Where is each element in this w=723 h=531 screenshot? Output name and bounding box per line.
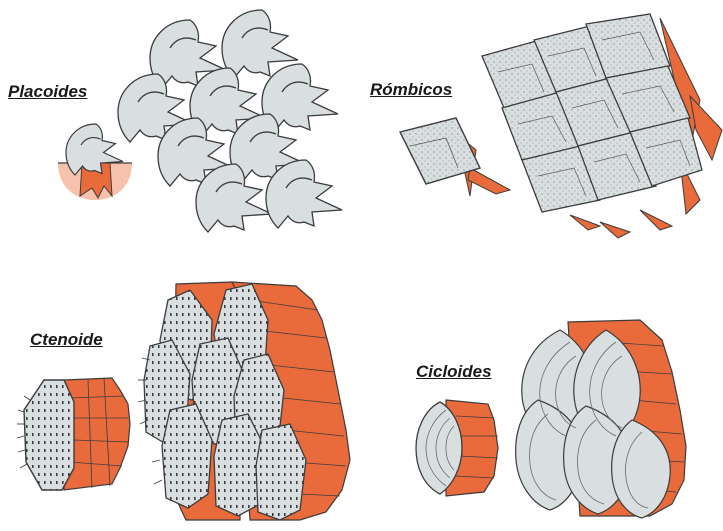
label-rombicos: Rómbicos [370,80,452,100]
cycloid-scale-icon [416,320,686,518]
label-placoides: Placoides [8,82,87,102]
cycloid-scale-array [516,320,686,518]
cycloid-single-scale [416,400,498,496]
placoid-scale-array [118,10,342,232]
ctenoid-scale-array [138,282,350,520]
placoid-scale-icon [58,10,342,232]
ctenoid-single-scale [17,378,130,490]
rhombic-scale-icon [400,14,722,238]
placoid-single-scale [58,124,132,200]
rhombic-single-scale [400,118,510,196]
ctenoid-scale-icon [17,282,350,520]
rhombic-scale-array [482,14,722,238]
label-cicloides: Cicloides [416,362,492,382]
label-ctenoide: Ctenoide [30,330,103,350]
